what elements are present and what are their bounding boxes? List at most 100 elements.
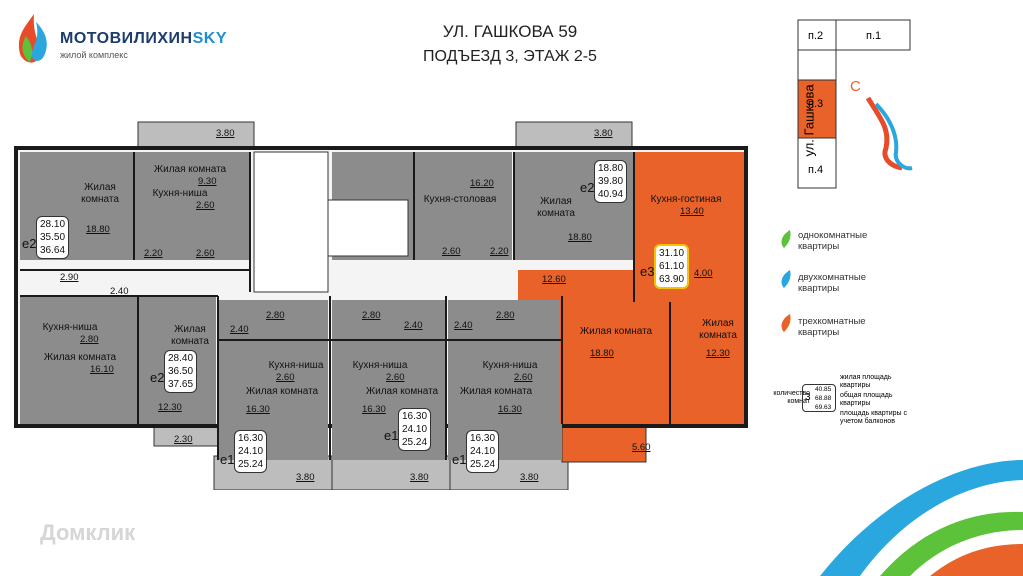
total-area: 61.10 [659,261,685,272]
legend-rooms-label: количество комнат [773,390,810,405]
living-area: 16.30 [402,411,428,422]
room-label: Кухня-столовая [423,194,497,205]
total-area: 36.50 [168,366,194,377]
room-label: Жилая комната [459,386,533,397]
legend-two-room: двухкомнатные квартиры [798,272,866,294]
total-area: 24.10 [470,446,496,457]
apartment-type: e2 [150,370,165,385]
key-plan: п.2 п.1 п.3 п.4 С ул. Гашкова [790,18,920,218]
room-area: 2.90 [60,272,79,283]
room-area: 16.30 [498,404,522,415]
brand-logo-icon [18,14,47,63]
balcony-area: 25.24 [470,459,496,470]
room-label: Кухня-ниша [352,360,408,371]
room-area: 12.30 [158,402,182,413]
page-title: УЛ. ГАШКОВА 59 [442,22,578,41]
balcony-area: 36.64 [40,245,66,256]
keyplan-entrance-1: п.1 [866,30,882,42]
room-area: 2.80 [362,310,381,321]
room-label: Кухня-ниша [42,322,98,333]
room-label: Жилая комната [579,326,653,337]
brand-subtitle: жилой комплекс [60,50,128,60]
balcony-area: 3.80 [410,472,429,483]
leaf-blue-icon [781,270,791,288]
total-area: 24.10 [402,424,428,435]
room-label: Кухня-гостиная [650,194,722,205]
balcony-area: 5.60 [632,442,651,453]
watermark: Домклик [40,520,136,545]
apartment-badge: 18.80 39.80 40.94 [594,160,628,203]
room-area: 2.60 [386,372,405,383]
balcony-area: 63.90 [659,274,685,285]
room-label: Жилая комната [537,196,575,219]
balcony-area: 3.80 [216,128,235,139]
living-area: 18.80 [598,163,624,174]
room-area: 2.40 [404,320,423,331]
room-label: Жилая комната [365,386,439,397]
room-label: Жилая комната [171,324,209,347]
living-area: 31.10 [659,248,685,259]
room-area: 2.80 [266,310,285,321]
apartment-badge: 16.30 24.10 25.24 [466,430,500,473]
room-area: 2.40 [110,286,129,297]
legend-example-badge: 3 40.85 68.88 69.63 [802,384,836,412]
room-label: Жилая комната [81,182,119,205]
brand-name: МОТОВИЛИХИНSKY [60,30,227,48]
room-area: 18.80 [568,232,592,243]
room-area: 16.20 [470,178,494,189]
room-label: Кухня-ниша [152,188,208,199]
legend-example-balcony: 69.63 [815,404,832,411]
key-plan-outline [797,19,913,189]
room-area: 12.60 [542,274,566,285]
balcony-area: 2.30 [174,434,193,445]
apartment-type: e1 [384,428,399,443]
keyplan-entrance-3: п.3 [808,98,824,110]
apartment-badge: 16.30 24.10 25.24 [398,408,432,451]
balcony-area: 25.24 [402,437,428,448]
room-area: 9.30 [198,176,217,187]
keyplan-street: ул. Гашкова [801,84,817,157]
room-area: 2.20 [144,248,163,259]
room-label: Кухня-ниша [268,360,324,371]
apartment-type: e1 [452,452,467,467]
legend-example-rooms: 3 [805,392,811,403]
room-area: 16.30 [362,404,386,415]
room-area: 2.60 [442,246,461,257]
brand-name-main: МОТОВИЛИХИН [60,30,193,47]
legend-three-room: трехкомнатные квартиры [798,316,866,338]
room-area: 2.20 [490,246,509,257]
apartment-type: e1 [220,452,235,467]
room-area: 18.80 [86,224,110,235]
balcony-area: 37.65 [168,379,194,390]
room-area: 2.40 [454,320,473,331]
legend-living-label: жилая площадь квартиры [840,374,892,389]
total-area: 39.80 [598,176,624,187]
balcony-area: 40.94 [598,189,624,200]
room-area: 16.30 [246,404,270,415]
apartment-badge: 28.10 35.50 36.64 [36,216,70,259]
room-area: 13.40 [680,206,704,217]
room-area: 2.80 [80,334,99,345]
room-label: Жилая комната [153,164,227,175]
room-area: 2.40 [230,324,249,335]
legend-balcony-label: площадь квартиры с учетом балконов [840,410,907,425]
north-letter: С [850,78,861,95]
legend-example-living: 40.85 [815,386,832,393]
room-label: Кухня-ниша [482,360,538,371]
apartment-type: e2 [22,236,37,251]
apartment-badge: 31.10 61.10 63.90 [654,244,690,289]
room-area: 2.80 [496,310,515,321]
keyplan-entrance-4: п.4 [808,164,824,176]
balcony-area: 3.80 [296,472,315,483]
room-area: 2.60 [276,372,295,383]
apartment-badge: 16.30 24.10 25.24 [234,430,268,473]
legend-total-label: общая площадь квартиры [840,392,893,407]
room-area: 12.30 [706,348,730,359]
brand-name-accent: SKY [192,30,228,47]
room-area: 2.60 [514,372,533,383]
leaf-green-icon [781,230,791,248]
total-area: 24.10 [238,446,264,457]
room-label: Жилая комната [245,386,319,397]
room-area: 18.80 [590,348,614,359]
room-area: 2.60 [196,200,215,211]
